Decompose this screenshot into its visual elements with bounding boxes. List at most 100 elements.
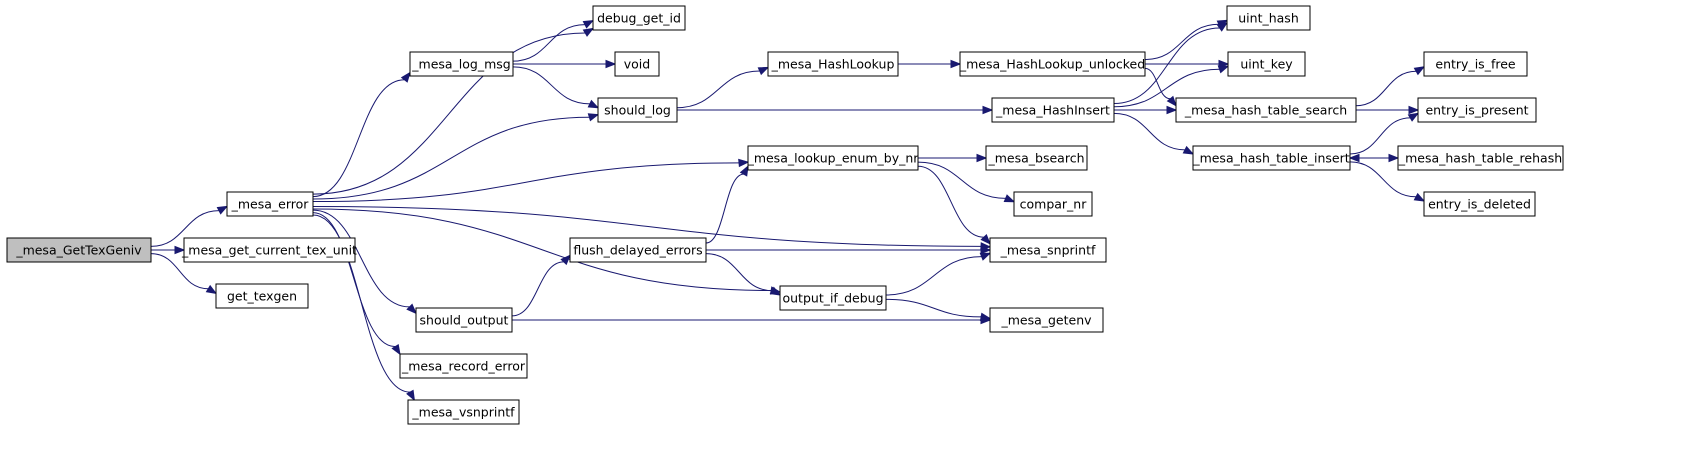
- node-label: _mesa_get_current_tex_unit: [181, 243, 357, 258]
- edge-output-if-debug-to-mesa-getenv: [885, 298, 992, 321]
- edge-mesa-hash-table-search-to-entry-is-present: [1356, 105, 1420, 115]
- edge-should-output-to-flush-delayed-errors: [511, 254, 571, 317]
- edge-mesa-lookup-enum-by-nr-to-mesa-bsearch: [917, 153, 988, 163]
- edge-mesa-HashInsert-to-mesa-hash-table-insert: [1113, 112, 1195, 155]
- node-label: debug_get_id: [597, 11, 681, 26]
- node-mesa-snprintf[interactable]: _mesa_snprintf: [989, 237, 1107, 263]
- edge-mesa-hash-table-search-to-entry-is-free: [1355, 66, 1426, 107]
- edge-mesa-hash-table-insert-to-entry-is-present: [1349, 112, 1420, 155]
- edge-should-log-to-mesa-HashInsert: [677, 105, 994, 115]
- node-label: _mesa_vsnprintf: [411, 405, 515, 420]
- node-label: should_output: [420, 313, 509, 328]
- node-entry-is-free[interactable]: entry_is_free: [1423, 51, 1528, 77]
- node-label: _mesa_lookup_enum_by_nr: [747, 151, 920, 166]
- edge-mesa-log-msg-to-should-log: [512, 66, 600, 109]
- edge-mesa-error-to-should-output: [312, 209, 417, 315]
- edge-mesa-error-to-mesa-lookup-enum-by-nr: [312, 158, 750, 203]
- node-label: _mesa_bsearch: [988, 151, 1085, 166]
- node-should-log[interactable]: should_log: [597, 97, 678, 123]
- node-label: _mesa_getenv: [1000, 313, 1092, 328]
- edge-mesa-lookup-enum-by-nr-to-mesa-snprintf: [917, 165, 991, 245]
- node-label: _mesa_HashLookup_unlocked: [959, 57, 1145, 72]
- node-label: _mesa_log_msg: [411, 57, 510, 72]
- edge-should-log-to-mesa-HashLookup: [676, 66, 770, 109]
- node-label: get_texgen: [227, 289, 297, 304]
- node-output-if-debug[interactable]: output_if_debug: [779, 285, 887, 311]
- edge-mesa-HashInsert-to-mesa-hash-table-search: [1114, 105, 1178, 115]
- node-label: _mesa_HashLookup: [771, 57, 895, 72]
- node-mesa-getenv[interactable]: _mesa_getenv: [989, 307, 1104, 333]
- node-label: entry_is_deleted: [1428, 197, 1531, 212]
- edge-mesa-log-msg-to-void: [513, 59, 617, 69]
- edge-mesa-hash-table-rehash-to-mesa-hash-table-insert: [1348, 153, 1399, 163]
- edge-flush-delayed-errors-to-output-if-debug: [705, 253, 782, 296]
- edge-mesa-GetTexGeniv-to-get-texgen: [150, 253, 218, 295]
- node-entry-is-present[interactable]: entry_is_present: [1417, 97, 1537, 123]
- edge-mesa-HashLookup-unlocked-to-uint-hash: [1144, 19, 1229, 61]
- edge-mesa-error-to-output-if-debug: [312, 208, 782, 295]
- node-label: void: [624, 57, 650, 72]
- node-uint-hash[interactable]: uint_hash: [1226, 5, 1311, 31]
- node-label: uint_hash: [1238, 11, 1299, 26]
- edge-mesa-error-to-should-log: [312, 113, 600, 200]
- node-mesa-hash-table-insert[interactable]: _mesa_hash_table_insert: [1192, 145, 1351, 171]
- edge-should-output-to-mesa-getenv: [511, 315, 992, 325]
- edge-mesa-GetTexGeniv-to-mesa-get-current-tex-unit: [150, 245, 186, 255]
- edge-mesa-HashLookup-unlocked-to-mesa-hash-table-search: [1144, 67, 1177, 107]
- node-label: entry_is_present: [1425, 103, 1528, 118]
- edge-mesa-hash-table-insert-to-entry-is-deleted: [1349, 161, 1426, 202]
- node-mesa-error[interactable]: _mesa_error: [226, 191, 314, 217]
- edge-mesa-error-to-mesa-vsnprintf: [312, 214, 416, 402]
- node-label: compar_nr: [1020, 197, 1088, 212]
- node-label: flush_delayed_errors: [573, 243, 702, 258]
- graph-edges: [150, 19, 1426, 402]
- edge-mesa-error-to-mesa-log-msg: [312, 71, 411, 198]
- node-label: _mesa_snprintf: [1000, 243, 1096, 258]
- node-get-texgen[interactable]: get_texgen: [215, 283, 309, 309]
- graph-nodes: _mesa_GetTexGeniv _mesa_error _mesa_get_cu…: [6, 5, 1564, 425]
- edge-mesa-log-msg-to-debug-get-id: [512, 19, 595, 62]
- node-label: entry_is_free: [1435, 57, 1515, 72]
- edge-mesa-error-to-mesa-record-error: [312, 212, 401, 356]
- node-label: output_if_debug: [782, 291, 883, 306]
- node-mesa-log-msg[interactable]: _mesa_log_msg: [409, 51, 514, 77]
- edge-flush-delayed-errors-to-mesa-lookup-enum-by-nr: [705, 165, 749, 244]
- edge-output-if-debug-to-mesa-snprintf: [885, 252, 992, 296]
- node-label: _mesa_hash_table_insert: [1192, 151, 1349, 166]
- node-label: _mesa_HashInsert: [995, 103, 1110, 118]
- node-mesa-vsnprintf[interactable]: _mesa_vsnprintf: [407, 399, 520, 425]
- node-mesa-GetTexGeniv[interactable]: _mesa_GetTexGeniv: [6, 237, 152, 263]
- node-mesa-lookup-enum-by-nr[interactable]: _mesa_lookup_enum_by_nr: [747, 145, 920, 171]
- node-label: _mesa_GetTexGeniv: [15, 243, 142, 258]
- edge-mesa-HashInsert-to-uint-hash: [1113, 21, 1229, 105]
- node-uint-key[interactable]: uint_key: [1227, 51, 1306, 77]
- node-void[interactable]: void: [614, 51, 660, 77]
- edge-mesa-HashLookup-to-mesa-HashLookup-unlocked: [898, 59, 962, 69]
- node-label: should_log: [604, 103, 671, 118]
- node-should-output[interactable]: should_output: [415, 307, 513, 333]
- edge-mesa-HashInsert-to-uint-key: [1113, 65, 1230, 108]
- node-debug-get-id[interactable]: debug_get_id: [592, 5, 686, 31]
- node-mesa-bsearch[interactable]: _mesa_bsearch: [985, 145, 1088, 171]
- node-label: _mesa_hash_table_search: [1184, 103, 1347, 118]
- node-mesa-HashInsert[interactable]: _mesa_HashInsert: [991, 97, 1115, 123]
- edge-mesa-GetTexGeniv-to-mesa-error: [150, 205, 229, 247]
- edge-mesa-HashLookup-unlocked-to-uint-key: [1145, 59, 1230, 69]
- node-label: _mesa_hash_table_rehash: [1398, 151, 1562, 166]
- edge-mesa-error-to-debug-get-id: [312, 27, 595, 195]
- node-mesa-hash-table-search[interactable]: _mesa_hash_table_search: [1175, 97, 1357, 123]
- node-label: _mesa_error: [231, 197, 310, 212]
- node-mesa-record-error[interactable]: _mesa_record_error: [399, 353, 528, 379]
- node-mesa-hash-table-rehash[interactable]: _mesa_hash_table_rehash: [1397, 145, 1564, 171]
- node-mesa-HashLookup[interactable]: _mesa_HashLookup: [767, 51, 899, 77]
- node-entry-is-deleted[interactable]: entry_is_deleted: [1423, 191, 1536, 217]
- edge-mesa-lookup-enum-by-nr-to-compar-nr: [917, 161, 1016, 203]
- node-mesa-HashLookup-unlocked[interactable]: _mesa_HashLookup_unlocked: [959, 51, 1146, 77]
- node-label: _mesa_record_error: [401, 359, 526, 374]
- node-mesa-get-current-tex-unit[interactable]: _mesa_get_current_tex_unit: [181, 237, 357, 263]
- node-flush-delayed-errors[interactable]: flush_delayed_errors: [569, 237, 707, 263]
- node-compar-nr[interactable]: compar_nr: [1013, 191, 1093, 217]
- node-label: uint_key: [1240, 57, 1293, 72]
- edge-flush-delayed-errors-to-mesa-snprintf: [706, 245, 992, 255]
